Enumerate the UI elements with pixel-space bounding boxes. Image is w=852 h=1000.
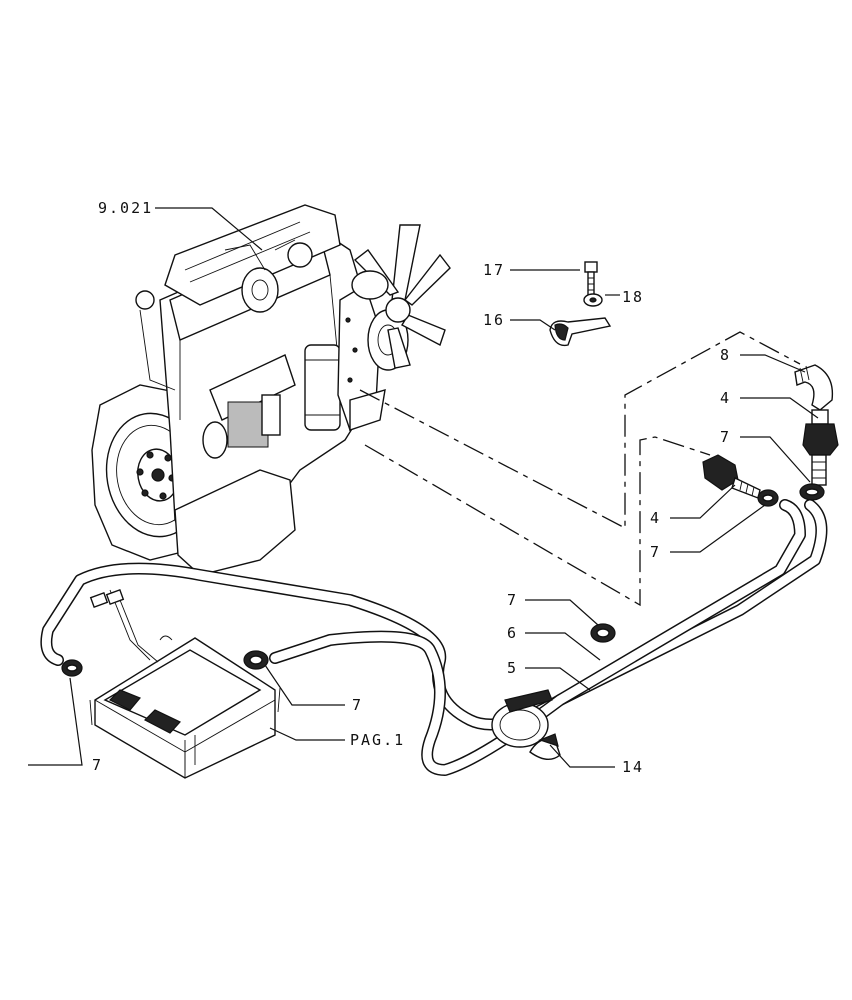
leader-lines	[28, 207, 819, 768]
hose-clamp-7-ecu	[243, 650, 269, 670]
callout-7-top: 7	[720, 428, 731, 446]
callout-pag1: PAG.1	[350, 731, 405, 749]
hose-clamp-7-top	[799, 483, 825, 501]
callout-4-mid: 4	[650, 509, 661, 527]
engine-assembly	[91, 204, 451, 576]
control-unit	[89, 589, 281, 779]
callout-7-low: 7	[507, 591, 518, 609]
callout-16: 16	[483, 311, 505, 329]
callout-7-mid: 7	[650, 543, 661, 561]
callout-labels: 9.021 17 18 16 8 4 7 4 7 7 6 5 7 PAG.1 7…	[92, 199, 731, 776]
callout-7-ecu: 7	[352, 696, 363, 714]
bolt-17	[584, 261, 598, 297]
callout-6: 6	[507, 624, 518, 642]
fan	[353, 224, 451, 369]
elbow-fitting-8	[794, 364, 834, 411]
hose-clamp-7-mid	[757, 489, 779, 507]
callout-14: 14	[622, 758, 644, 776]
clamp-14	[491, 689, 561, 760]
clip-16	[549, 317, 612, 347]
routing-lines	[359, 331, 801, 607]
hose-5	[269, 499, 806, 776]
callout-8: 8	[720, 346, 731, 364]
callout-4-top: 4	[720, 389, 731, 407]
callout-7-left: 7	[92, 756, 103, 774]
connector-4-top	[802, 409, 839, 486]
callout-18: 18	[622, 288, 644, 306]
hose-clamp-7-low	[590, 623, 616, 643]
callout-9021: 9.021	[98, 199, 153, 217]
washer-18	[583, 293, 603, 307]
connector-4-mid	[702, 454, 761, 499]
hose-clamp-7-left	[61, 659, 83, 677]
callout-17: 17	[483, 261, 505, 279]
callout-5: 5	[507, 659, 518, 677]
